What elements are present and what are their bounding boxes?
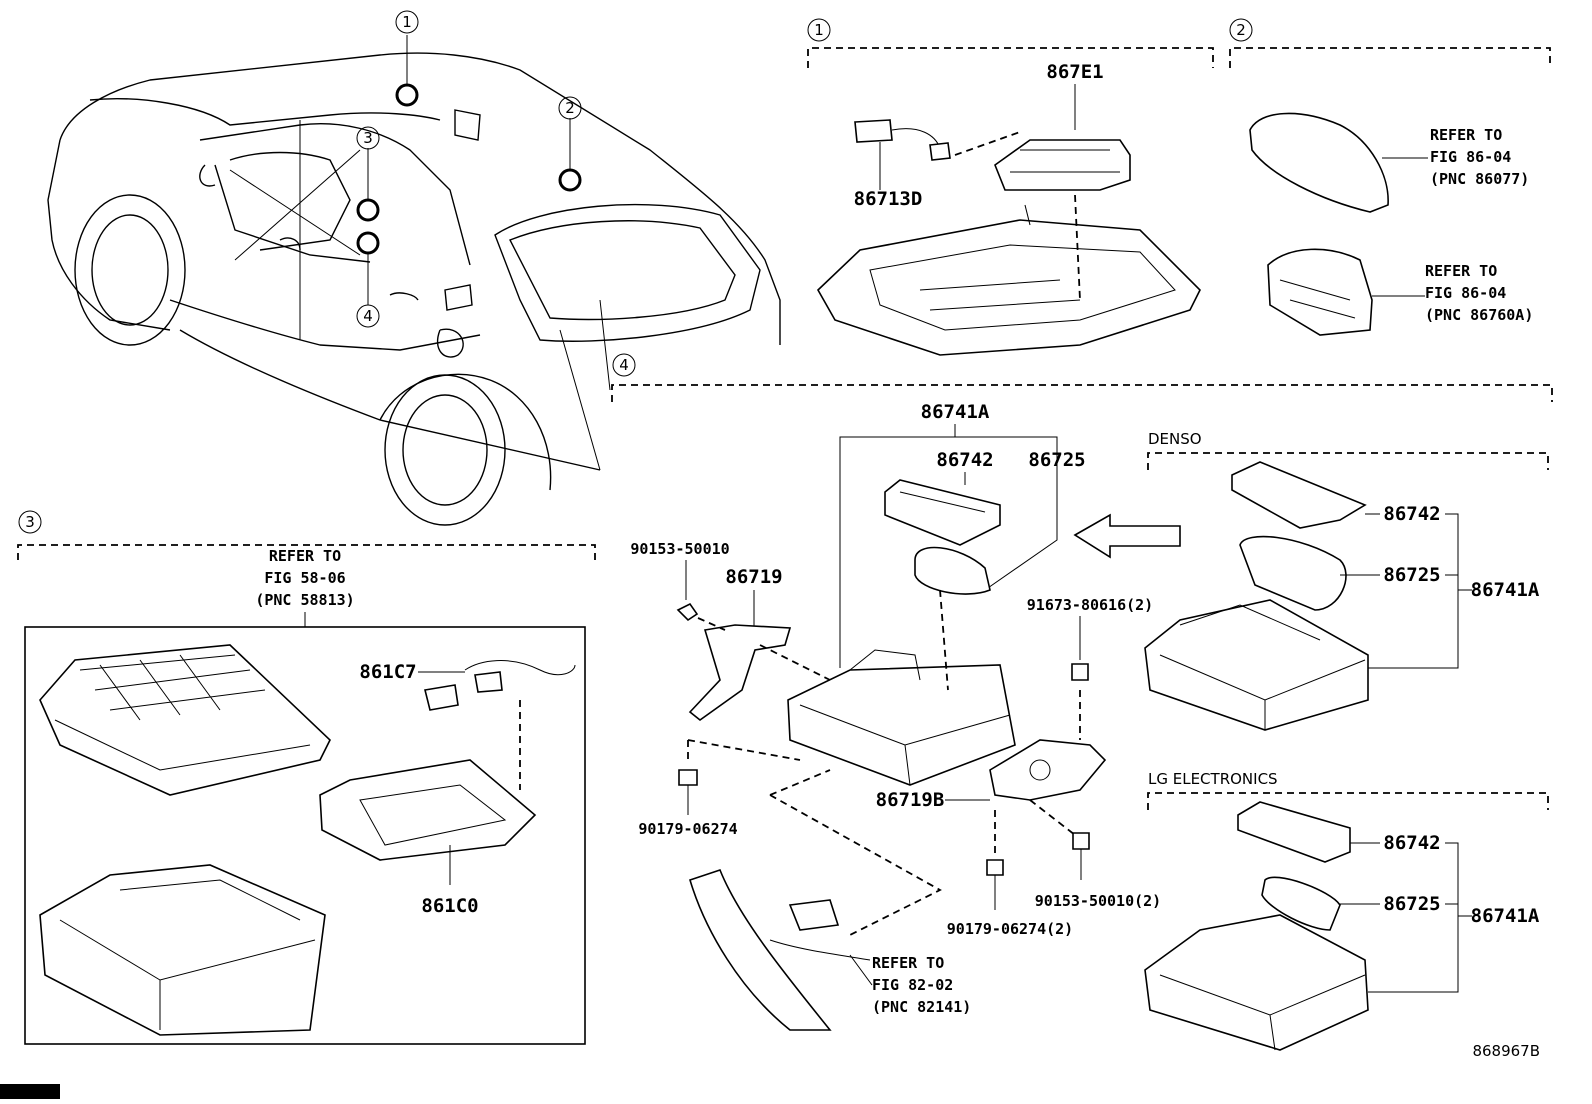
label-denso: DENSO [1148, 430, 1202, 448]
label-90179-06274-2: 90179-06274(2) [947, 920, 1073, 938]
overview-callout-4: 4 [356, 304, 380, 328]
vehicle-overview-illustration [47, 35, 781, 526]
label-86741A-top: 86741A [921, 401, 990, 423]
section-1-overhead-module: 1 867E1 86713D [807, 18, 1214, 356]
svg-text:FIG 86-04: FIG 86-04 [1425, 284, 1506, 302]
svg-text:3: 3 [363, 129, 373, 147]
label-86719B: 86719B [876, 789, 945, 811]
section-4-audio-unit: 4 86741A 86742 86725 90153-50010 86719 9… [611, 353, 1553, 1051]
overview-callout-3: 3 [356, 126, 380, 150]
svg-text:2: 2 [565, 99, 575, 117]
label-86742-top: 86742 [936, 449, 993, 471]
svg-text:REFER TO: REFER TO [269, 547, 341, 565]
svg-text:REFER TO: REFER TO [1425, 262, 1497, 280]
svg-text:(PNC 86760A): (PNC 86760A) [1425, 306, 1533, 324]
label-867E1: 867E1 [1046, 61, 1103, 83]
svg-text:FIG 86-04: FIG 86-04 [1430, 148, 1511, 166]
svg-text:3: 3 [25, 513, 35, 531]
svg-text:FIG 82-02: FIG 82-02 [872, 976, 953, 994]
label-86725-top: 86725 [1028, 449, 1085, 471]
lg-label-86741A: 86741A [1471, 905, 1540, 927]
svg-text:(PNC 82141): (PNC 82141) [872, 998, 971, 1016]
lg-label-86742: 86742 [1383, 832, 1440, 854]
figure-id: 868967B [1472, 1042, 1540, 1060]
label-lg-electronics: LG ELECTRONICS [1148, 770, 1278, 788]
label-861C0: 861C0 [421, 895, 478, 917]
svg-text:REFER TO: REFER TO [872, 954, 944, 972]
section-3-control-unit: 3 REFER TO FIG 58-06 (PNC 58813) 861C7 8… [17, 510, 596, 1045]
section-2-antenna: 2 REFER TO FIG 86-04 (PNC 86077) REFER T… [1229, 18, 1551, 336]
denso-label-86725: 86725 [1383, 564, 1440, 586]
denso-label-86741A: 86741A [1471, 579, 1540, 601]
label-86713D: 86713D [854, 188, 923, 210]
lg-label-86725: 86725 [1383, 893, 1440, 915]
svg-text:2: 2 [1236, 21, 1246, 39]
svg-text:(PNC 86077): (PNC 86077) [1430, 170, 1529, 188]
svg-text:(PNC 58813): (PNC 58813) [255, 591, 354, 609]
page-edge-mark [0, 1084, 60, 1099]
label-861C7: 861C7 [359, 661, 416, 683]
label-90179-06274: 90179-06274 [638, 820, 737, 838]
overview-callout-2: 2 [558, 96, 582, 120]
svg-text:1: 1 [814, 21, 824, 39]
svg-text:1: 1 [402, 13, 412, 31]
label-90153-50010: 90153-50010 [630, 540, 729, 558]
svg-text:REFER TO: REFER TO [1430, 126, 1502, 144]
denso-label-86742: 86742 [1383, 503, 1440, 525]
overview-callout-1: 1 [395, 10, 419, 34]
svg-text:FIG 58-06: FIG 58-06 [264, 569, 345, 587]
label-86719: 86719 [725, 566, 782, 588]
label-91673-80616: 91673-80616(2) [1027, 596, 1153, 614]
label-90153-50010-2: 90153-50010(2) [1035, 892, 1161, 910]
svg-text:4: 4 [363, 307, 373, 325]
svg-text:4: 4 [619, 356, 629, 374]
